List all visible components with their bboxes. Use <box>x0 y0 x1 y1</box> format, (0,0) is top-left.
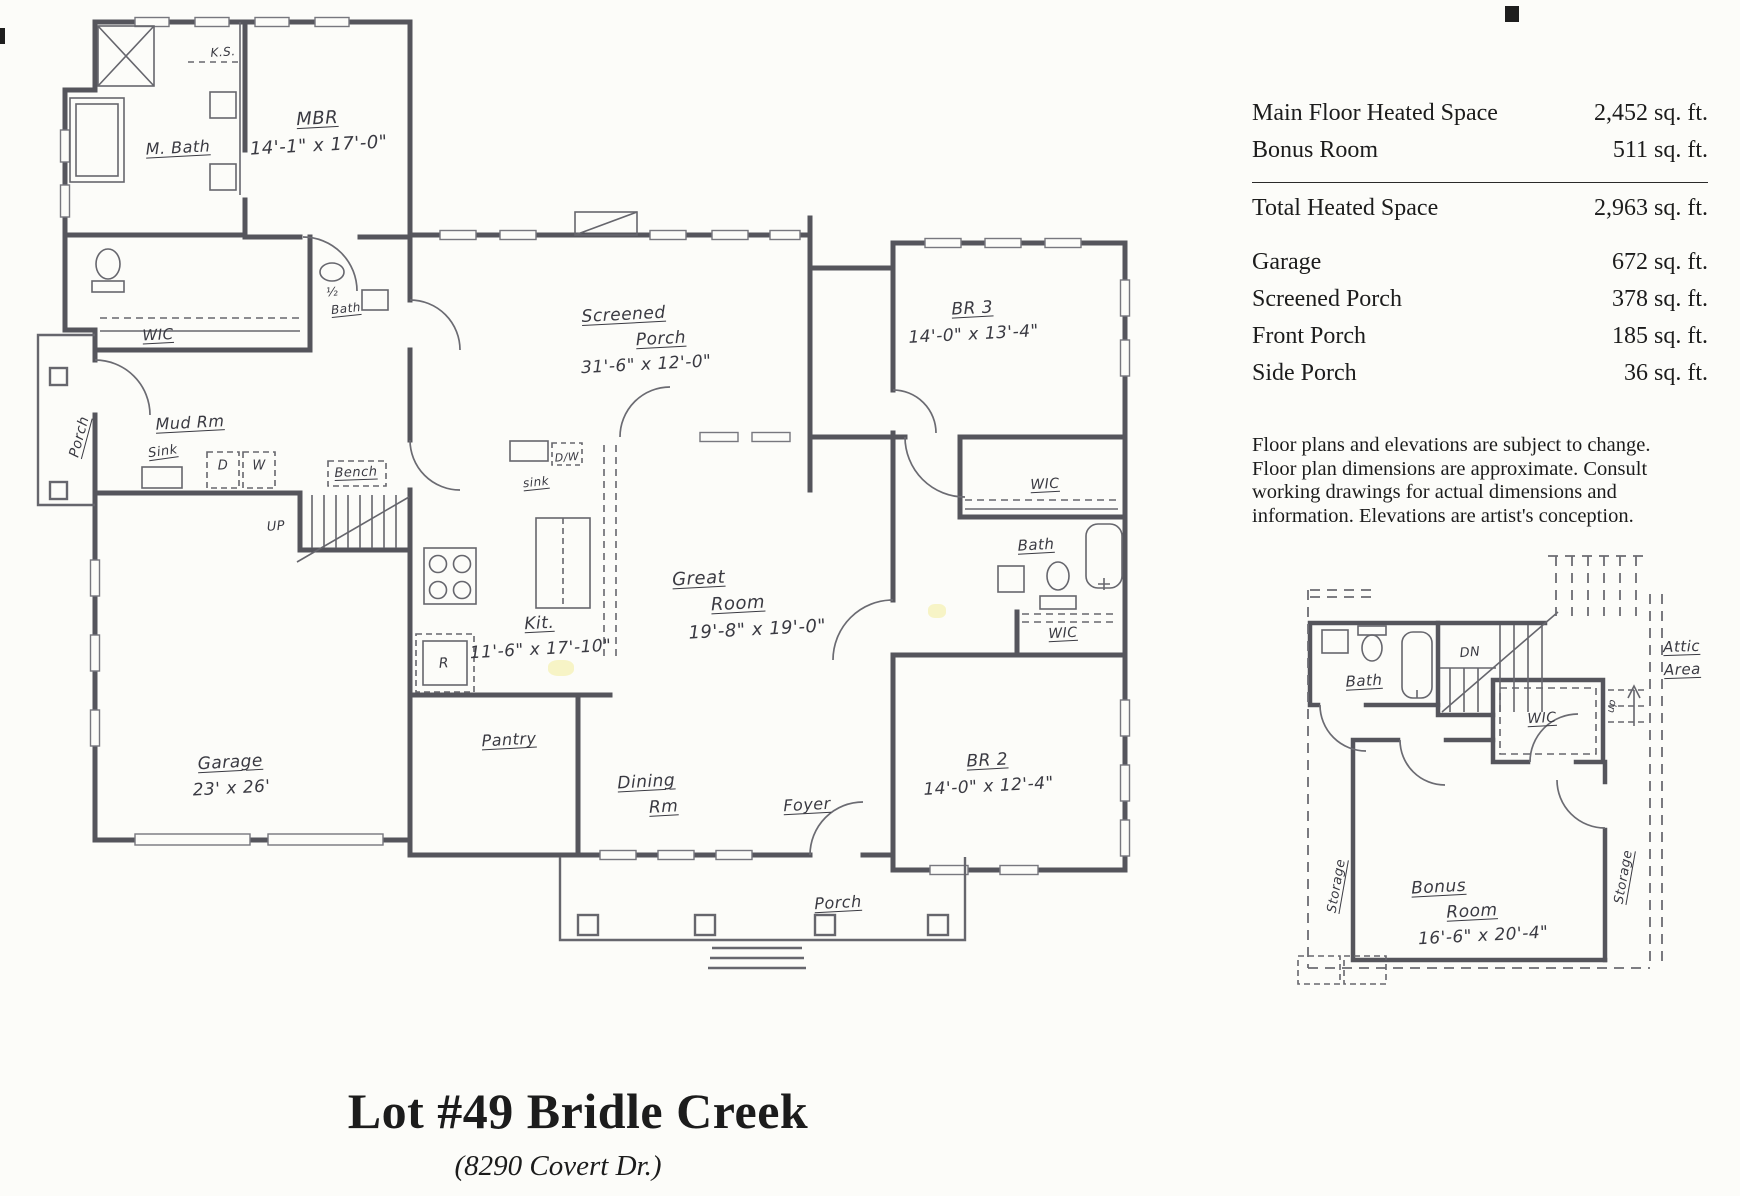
bonus-fixtures <box>1297 611 1648 985</box>
front-porch-outline <box>558 857 967 970</box>
stat-label: Front Porch <box>1252 323 1366 349</box>
bench-icon <box>327 460 387 487</box>
sheet-title: Lot #49 Bridle Creek <box>347 1083 809 1139</box>
stairs-main-icon <box>296 495 410 563</box>
stat-value: 2,452 sq. ft. <box>1594 100 1708 126</box>
stat-row: Garage 672 sq. ft. <box>1252 249 1708 286</box>
stat-value: 511 sq. ft. <box>1612 137 1708 163</box>
stat-row: Front Porch 185 sq. ft. <box>1252 323 1708 360</box>
stat-value: 185 sq. ft. <box>1612 323 1708 349</box>
side-porch-outline <box>36 333 95 507</box>
spacer <box>1252 232 1708 249</box>
hall-bath-fixtures <box>997 561 1077 610</box>
stat-value: 2,963 sq. ft. <box>1594 195 1708 221</box>
sheet-subtitle: (8290 Covert Dr.) <box>454 1150 662 1182</box>
wic-shelving <box>100 317 300 332</box>
bonus-tub-icon <box>1401 631 1433 699</box>
scan-artifact <box>0 28 5 44</box>
stat-row: Main Floor Heated Space 2,452 sq. ft. <box>1252 100 1708 137</box>
chimney-icon <box>97 25 155 87</box>
disclaimer-line: Floor plan dimensions are approximate. C… <box>1252 457 1648 480</box>
stat-label: Total Heated Space <box>1252 195 1439 221</box>
refrigerator-icon <box>415 633 475 693</box>
kitchen-sink-icon <box>509 440 549 462</box>
shower-icon <box>69 97 125 183</box>
disclaimer-line: working drawings for actual dimensions a… <box>1252 481 1617 503</box>
stat-label: Side Porch <box>1252 360 1357 386</box>
stat-value: 672 sq. ft. <box>1612 249 1708 275</box>
area-summary-panel: Main Floor Heated Space 2,452 sq. ft. Bo… <box>1252 100 1708 397</box>
half-bath-fixtures <box>319 262 389 311</box>
stat-label: Bonus Room <box>1252 137 1379 163</box>
stat-label: Main Floor Heated Space <box>1252 100 1498 126</box>
bonus-vanity-icon <box>1321 629 1349 654</box>
bonus-wic-shelves <box>1499 687 1597 755</box>
porch-steps-icon <box>708 946 806 970</box>
bonus-sink-icon <box>1357 625 1387 662</box>
stairs-bonus-icon <box>1440 611 1559 713</box>
disclaimer-line: information. Elevations are artist's con… <box>1252 504 1634 527</box>
linen-closet-icon <box>188 22 241 195</box>
stat-row: Side Porch 36 sq. ft. <box>1252 360 1708 397</box>
stat-value: 378 sq. ft. <box>1612 286 1708 312</box>
dishwasher-icon <box>551 442 583 466</box>
disclaimer-text: Floor plans and elevations are subject t… <box>1252 434 1662 528</box>
highlight-smudge <box>548 660 574 676</box>
highlight-smudge <box>928 604 946 618</box>
stat-label: Garage <box>1252 249 1322 275</box>
porch-step-detail <box>574 211 638 236</box>
stat-label: Screened Porch <box>1252 286 1402 312</box>
bonus-walls <box>1307 620 1608 963</box>
mud-sink-icon <box>141 466 183 489</box>
kitchen-island-icon <box>535 517 591 609</box>
stat-row: Bonus Room 511 sq. ft. <box>1252 137 1708 174</box>
window-icons <box>59 16 1131 876</box>
main-fixtures <box>69 22 1123 693</box>
scan-artifact <box>1505 6 1519 22</box>
attic-boundary-dashed <box>1307 555 1663 969</box>
attic-ladder-icon <box>1608 689 1648 723</box>
washer-dryer-icons <box>206 451 276 489</box>
divider <box>1252 182 1708 183</box>
stat-row: Screened Porch 378 sq. ft. <box>1252 286 1708 323</box>
toilet-icon <box>91 248 125 293</box>
attic-ladder-arrow <box>1627 684 1641 726</box>
main-floor-walls <box>62 19 1128 873</box>
tub-icon <box>1085 523 1123 590</box>
bonus-entry-steps <box>1297 955 1387 985</box>
door-swing-icons <box>94 236 966 856</box>
stat-row-total: Total Heated Space 2,963 sq. ft. <box>1252 195 1708 232</box>
stat-value: 36 sq. ft. <box>1624 360 1708 386</box>
wic-shelves <box>965 499 1118 623</box>
cased-opening-columns <box>603 445 617 660</box>
range-icon <box>423 547 477 605</box>
bonus-doors <box>1319 704 1606 829</box>
disclaimer-line: Floor plans and elevations are subject t… <box>1252 434 1651 456</box>
